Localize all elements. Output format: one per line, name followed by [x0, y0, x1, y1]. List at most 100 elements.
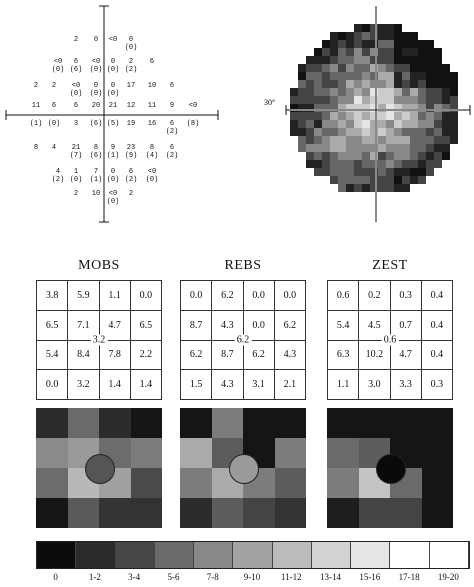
field-pixel	[330, 128, 338, 136]
field-pixel	[378, 144, 386, 152]
grid-cell: 5.4	[35, 339, 69, 371]
field-pixel	[306, 136, 314, 144]
field-pixel	[290, 128, 298, 136]
field-pixel	[386, 40, 394, 48]
field-value: 9	[110, 144, 116, 152]
field-value: (0)	[69, 176, 83, 184]
field-pixel	[330, 120, 338, 128]
field-pixel	[402, 144, 410, 152]
field-pixel	[418, 112, 426, 120]
field-pixel	[330, 160, 338, 168]
legend-label: 17-18	[398, 572, 420, 582]
field-pixel	[426, 104, 434, 112]
field-pixel	[370, 80, 378, 88]
field-pixel	[442, 136, 450, 144]
legend-swatch	[429, 542, 469, 568]
field-value: 21	[108, 102, 118, 110]
grid-cell: 2.1	[273, 369, 307, 400]
field-pixel	[362, 80, 370, 88]
field-pixel	[330, 80, 338, 88]
field-value: (0)	[51, 66, 65, 74]
center-disc	[229, 454, 259, 484]
field-pixel	[322, 40, 330, 48]
map-cell	[327, 408, 359, 438]
field-value: 2	[128, 58, 134, 66]
grid-cell: 6.5	[35, 309, 69, 341]
field-pixel	[394, 160, 402, 168]
map-cell	[327, 498, 359, 528]
legend-label: 7-8	[206, 572, 219, 582]
field-pixel	[410, 112, 418, 120]
field-pixel	[410, 56, 418, 64]
field-pixel	[434, 104, 442, 112]
field-pixel	[298, 64, 306, 72]
field-pixel	[434, 152, 442, 160]
field-value: (0)	[89, 90, 103, 98]
map-cell	[130, 468, 162, 498]
legend-swatch	[233, 542, 273, 568]
field-pixel	[346, 32, 354, 40]
field-pixel	[338, 32, 346, 40]
field-value: 7	[93, 168, 99, 176]
field-pixel	[346, 64, 354, 72]
field-pixel	[362, 88, 370, 96]
field-value: 8	[149, 144, 155, 152]
field-value: 2	[33, 82, 39, 90]
field-pixel	[394, 64, 402, 72]
field-pixel	[378, 24, 386, 32]
map-cell	[211, 408, 243, 438]
field-pixel	[402, 104, 410, 112]
legend-swatch	[37, 542, 77, 568]
field-pixel	[394, 128, 402, 136]
field-pixel	[386, 136, 394, 144]
field-pixel	[354, 56, 362, 64]
field-pixel	[290, 88, 298, 96]
field-pixel	[410, 48, 418, 56]
field-pixel	[314, 120, 322, 128]
field-pixel	[338, 152, 346, 160]
field-value: (2)	[165, 152, 179, 160]
field-pixel	[346, 40, 354, 48]
field-pixel	[442, 72, 450, 80]
map-cell	[327, 438, 359, 468]
legend-label: 0	[53, 572, 58, 582]
field-pixel	[410, 152, 418, 160]
field-value: (2)	[165, 128, 179, 136]
field-pixel	[434, 96, 442, 104]
field-pixel	[354, 144, 362, 152]
field-pixel	[338, 120, 346, 128]
field-pixel	[426, 72, 434, 80]
field-pixel	[410, 72, 418, 80]
field-pixel	[298, 144, 306, 152]
field-pixel	[418, 72, 426, 80]
grid-cell: 0.0	[179, 280, 213, 311]
field-pixel	[314, 48, 322, 56]
field-pixel	[426, 160, 434, 168]
legend-swatch	[311, 542, 352, 568]
field-pixel	[346, 104, 354, 112]
field-pixel	[314, 160, 322, 168]
field-pixel	[378, 160, 386, 168]
field-pixel	[354, 40, 362, 48]
field-pixel	[394, 48, 402, 56]
field-value: 20	[91, 102, 101, 110]
field-pixel	[378, 184, 386, 192]
grid-cell: 6.2	[179, 339, 213, 371]
field-pixel	[450, 128, 458, 136]
field-pixel	[354, 96, 362, 104]
field-value: <0	[188, 102, 198, 110]
numeric-field-axes	[5, 5, 219, 223]
field-value: 19	[126, 120, 136, 128]
field-pixel	[338, 168, 346, 176]
field-value: (2)	[124, 176, 138, 184]
field-pixel	[370, 104, 378, 112]
field-value: 2	[128, 190, 134, 198]
field-pixel	[418, 48, 426, 56]
field-pixel	[314, 128, 322, 136]
field-value: 23	[126, 144, 136, 152]
field-pixel	[346, 136, 354, 144]
